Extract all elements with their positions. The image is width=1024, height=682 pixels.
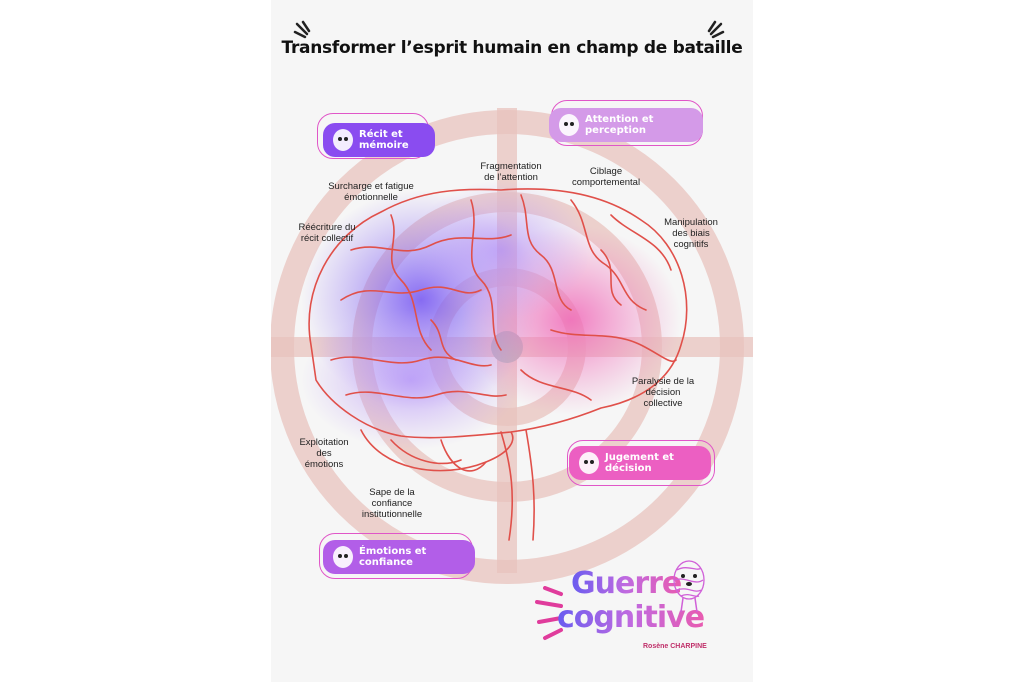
brain-illustration	[301, 180, 688, 541]
label-exploitation: Exploitation des émotions	[299, 437, 349, 470]
category-label: Jugement et décision	[605, 452, 674, 474]
brain-mascot-icon	[559, 114, 579, 136]
label-surcharge: Surcharge et fatigue émotionnelle	[328, 181, 414, 203]
brain-mascot-icon	[333, 129, 353, 151]
label-reecriture: Réécriture du récit collectif	[298, 222, 356, 244]
label-sape: Sape de la confiance institutionnelle	[361, 487, 423, 520]
label-manipulation: Manipulation des biais cognitifs	[664, 217, 718, 250]
mascot-character-icon	[673, 560, 705, 613]
category-pill-attention: Attention et perception	[549, 108, 703, 142]
logo-burst-icon	[535, 586, 563, 640]
author-name: Rosène CHARPINE	[643, 643, 707, 650]
category-pill-jugement: Jugement et décision	[569, 446, 711, 480]
category-pill-emotions: Émotions et confiance	[323, 540, 475, 574]
poster-title: Transformer l’esprit humain en champ de …	[281, 38, 743, 58]
brain-mascot-icon	[333, 546, 353, 568]
category-label: Émotions et confiance	[359, 546, 427, 568]
category-label: Attention et perception	[585, 114, 654, 136]
label-paralysie: Paralysie de la décision collective	[631, 376, 695, 409]
burst-icon-left	[293, 20, 311, 39]
label-fragmentation: Fragmentation de l’attention	[480, 161, 542, 183]
burst-icon-right	[707, 20, 725, 39]
logo-title-line1: Guerre	[571, 566, 682, 601]
category-label: Récit et mémoire	[359, 129, 409, 151]
poster: Transformer l’esprit humain en champ de …	[271, 0, 753, 682]
logo-title-line2: cognitive	[557, 600, 705, 635]
label-ciblage: Ciblage comportemental	[571, 166, 641, 188]
category-pill-recit: Récit et mémoire	[323, 123, 435, 157]
brain-mascot-icon	[579, 452, 599, 474]
